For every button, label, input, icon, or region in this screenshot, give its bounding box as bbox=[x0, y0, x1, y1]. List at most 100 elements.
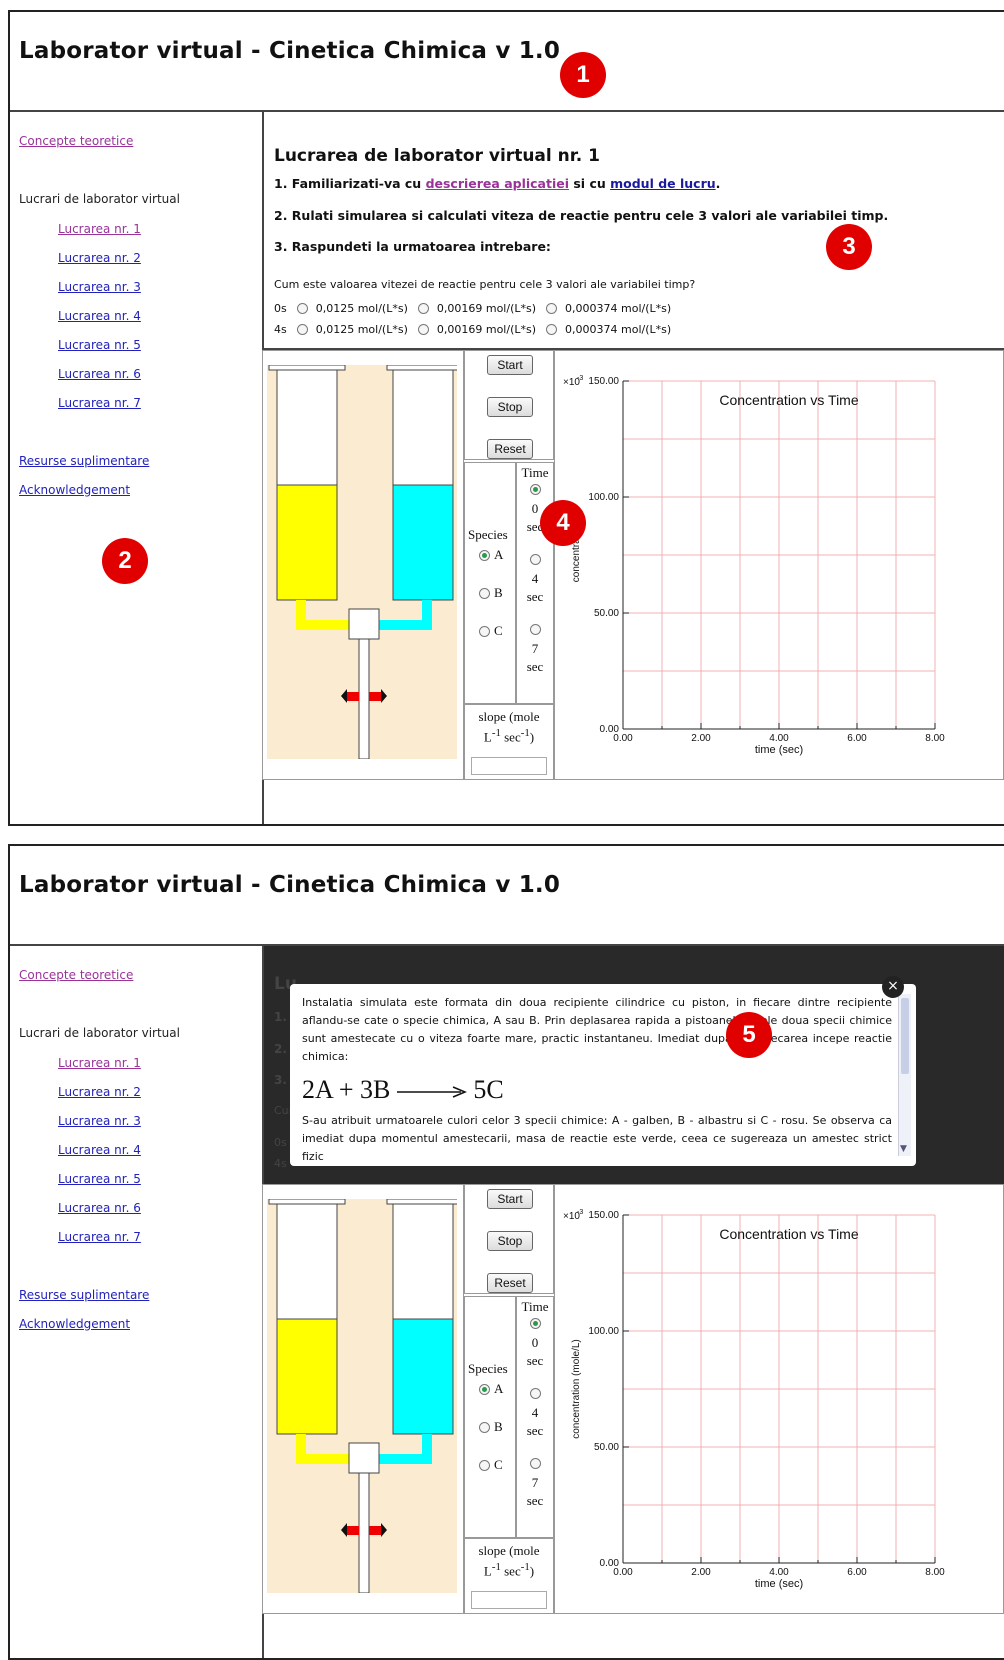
y-tick-label: 100.00 bbox=[588, 492, 619, 503]
species-option-b[interactable]: B bbox=[473, 1419, 503, 1435]
arrow-head-right-icon bbox=[381, 689, 387, 703]
x-tick-label: 4.00 bbox=[769, 1567, 789, 1578]
slope-unit-part: -1 bbox=[520, 727, 530, 739]
lab-heading: Lucrarea de laborator virtual nr. 1 bbox=[274, 146, 600, 166]
radio-button[interactable] bbox=[417, 303, 429, 314]
sidebar-item-lucrarea-1[interactable]: Lucrarea nr. 1 bbox=[58, 1056, 141, 1070]
dialog-close-button[interactable]: × bbox=[882, 976, 904, 998]
slope-input[interactable] bbox=[471, 757, 547, 775]
annotation-marker-5: 5 bbox=[726, 1012, 772, 1058]
reset-button[interactable]: Reset bbox=[487, 1273, 533, 1293]
radio-button-selected[interactable] bbox=[479, 1383, 490, 1395]
sidebar-item-lucrarea-5[interactable]: Lucrarea nr. 5 bbox=[58, 338, 141, 352]
species-option-a[interactable]: A bbox=[473, 547, 503, 563]
radio-button[interactable] bbox=[529, 554, 541, 565]
radio-button[interactable] bbox=[479, 1459, 490, 1471]
link-descrierea-aplicatiei[interactable]: descrierea aplicatiei bbox=[425, 176, 570, 191]
flow-arrow-right-icon bbox=[369, 1526, 381, 1535]
sidebar-item-lucrarea-7[interactable]: Lucrarea nr. 7 bbox=[58, 1230, 141, 1244]
sidebar-item-lucrarea-4[interactable]: Lucrarea nr. 4 bbox=[58, 309, 141, 323]
sidebar-item-lucrarea-7[interactable]: Lucrarea nr. 7 bbox=[58, 396, 141, 410]
stop-button[interactable]: Stop bbox=[487, 1231, 533, 1251]
scroll-down-icon[interactable]: ▼ bbox=[900, 1144, 907, 1154]
species-option-c[interactable]: C bbox=[473, 1457, 503, 1473]
radio-button[interactable] bbox=[479, 587, 490, 599]
sidebar-link-resources[interactable]: Resurse suplimentare bbox=[19, 1288, 150, 1302]
y-tick-label: 50.00 bbox=[594, 1442, 619, 1453]
stop-button[interactable]: Stop bbox=[487, 397, 533, 417]
radio-button-selected[interactable] bbox=[479, 549, 490, 561]
time-unit: sec bbox=[526, 1353, 544, 1368]
radio-button[interactable] bbox=[546, 324, 558, 335]
time-option-4[interactable] bbox=[517, 1387, 553, 1403]
species-label: Species bbox=[468, 527, 508, 542]
sidebar-link-concepts[interactable]: Concepte teoretice bbox=[19, 134, 134, 148]
radio-button[interactable] bbox=[529, 624, 541, 635]
radio-button[interactable] bbox=[546, 303, 558, 314]
species-option-label: B bbox=[494, 585, 503, 600]
time-option-7[interactable] bbox=[517, 623, 553, 639]
annotation-marker-1: 1 bbox=[560, 52, 606, 98]
sidebar-link-resources[interactable]: Resurse suplimentare bbox=[19, 454, 150, 468]
sidebar-link-acknowledgement[interactable]: Acknowledgement bbox=[19, 483, 131, 497]
slope-label: slope (mole bbox=[478, 709, 540, 724]
radio-button[interactable] bbox=[479, 1421, 490, 1433]
sidebar-link-concepts[interactable]: Concepte teoretice bbox=[19, 968, 134, 982]
sidebar-item-lucrarea-4[interactable]: Lucrarea nr. 4 bbox=[58, 1143, 141, 1157]
species-label: Species bbox=[468, 1361, 508, 1376]
syringe-background bbox=[267, 364, 464, 760]
time-value: 4 bbox=[531, 571, 539, 586]
sidebar-item-lucrarea-5[interactable]: Lucrarea nr. 5 bbox=[58, 1172, 141, 1186]
time-option-7[interactable] bbox=[517, 1457, 553, 1473]
sidebar-item-lucrarea-6[interactable]: Lucrarea nr. 6 bbox=[58, 1201, 141, 1215]
reset-button[interactable]: Reset bbox=[487, 439, 533, 459]
arrow-head-right-icon bbox=[381, 1523, 387, 1537]
radio-button-selected[interactable] bbox=[529, 484, 541, 495]
time-option-4[interactable] bbox=[517, 553, 553, 569]
y-tick-label: 50.00 bbox=[594, 608, 619, 619]
time-unit: sec bbox=[526, 1493, 544, 1508]
sidebar-item-lucrarea-6[interactable]: Lucrarea nr. 6 bbox=[58, 367, 141, 381]
start-button[interactable]: Start bbox=[487, 355, 533, 375]
species-a-liquid bbox=[276, 1318, 338, 1435]
species-option-a[interactable]: A bbox=[473, 1381, 503, 1397]
slope-unit-part: sec bbox=[500, 729, 521, 745]
sidebar-item-lucrarea-3[interactable]: Lucrarea nr. 3 bbox=[58, 1114, 141, 1128]
radio-button[interactable] bbox=[529, 1458, 541, 1469]
dialog-paragraph-1: Instalatia simulata este formata din dou… bbox=[302, 996, 892, 1063]
sidebar-item-lucrarea-2[interactable]: Lucrarea nr. 2 bbox=[58, 251, 141, 265]
slope-input[interactable] bbox=[471, 1591, 547, 1609]
time-option-0[interactable] bbox=[517, 483, 553, 499]
sidebar-item-lucrarea-3[interactable]: Lucrarea nr. 3 bbox=[58, 280, 141, 294]
radio-button[interactable] bbox=[529, 1388, 541, 1399]
radio-button[interactable] bbox=[296, 303, 308, 314]
species-option-label: B bbox=[494, 1419, 503, 1434]
radio-button[interactable] bbox=[296, 324, 308, 335]
sidebar-item-lucrarea-1[interactable]: Lucrarea nr. 1 bbox=[58, 222, 141, 236]
time-option-0[interactable] bbox=[517, 1317, 553, 1333]
species-option-b[interactable]: B bbox=[473, 585, 503, 601]
time-value: 7 bbox=[531, 641, 539, 656]
time-unit: sec bbox=[526, 659, 544, 674]
species-option-c[interactable]: C bbox=[473, 623, 503, 639]
start-button[interactable]: Start bbox=[487, 1189, 533, 1209]
slope-unit-part: -1 bbox=[520, 1561, 530, 1573]
radio-button-selected[interactable] bbox=[529, 1318, 541, 1329]
app-title: Laborator virtual - Cinetica Chimica v 1… bbox=[19, 872, 561, 898]
sidebar-link-acknowledgement[interactable]: Acknowledgement bbox=[19, 1317, 131, 1331]
radio-button[interactable] bbox=[479, 625, 490, 637]
piston-handle-a bbox=[268, 1198, 346, 1205]
link-modul-de-lucru[interactable]: modul de lucru bbox=[610, 176, 716, 191]
species-b-liquid bbox=[392, 484, 454, 601]
dialog-scrollbar-thumb[interactable] bbox=[901, 998, 909, 1074]
species-panel: Species A B C bbox=[464, 462, 516, 704]
answer-row-4s: 4s 0,0125 mol/(L*s) 0,00169 mol/(L*s) 0,… bbox=[274, 323, 671, 336]
dialog-scrollbar[interactable]: ▼ bbox=[898, 994, 911, 1156]
syringe-drawing bbox=[268, 1198, 464, 1594]
syringe-apparatus bbox=[262, 350, 464, 780]
answer-row-0s: 0s 0,0125 mol/(L*s) 0,00169 mol/(L*s) 0,… bbox=[274, 302, 671, 315]
sidebar-item-lucrarea-2[interactable]: Lucrarea nr. 2 bbox=[58, 1085, 141, 1099]
tube-b bbox=[379, 600, 432, 630]
radio-button[interactable] bbox=[417, 324, 429, 335]
y-axis-label: concentration (mole/L) bbox=[571, 1339, 582, 1439]
